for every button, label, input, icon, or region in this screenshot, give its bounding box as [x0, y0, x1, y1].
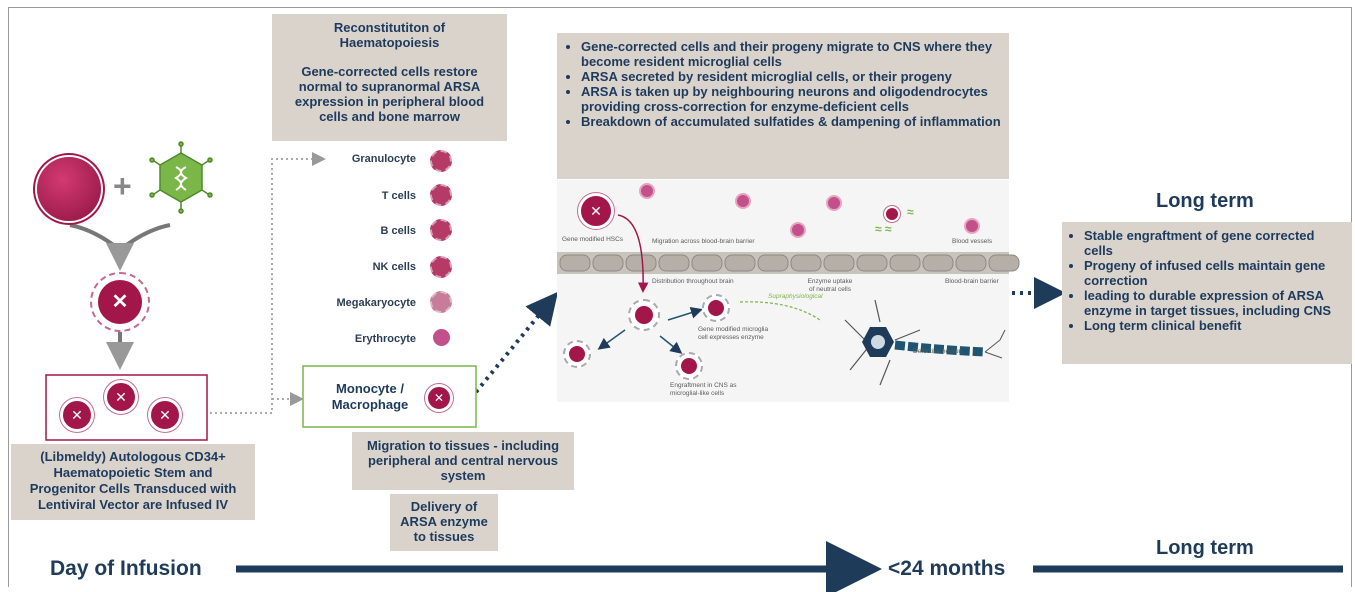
- infusion-description-box: (Libmeldy) Autologous CD34+ Haematopoiet…: [11, 444, 255, 520]
- teal-arrow-3: [659, 335, 683, 354]
- label-microglia-expresses: Gene modified microglia cell expresses e…: [698, 326, 769, 341]
- blood-cell-icon: [639, 183, 655, 199]
- enzyme-icon: ≈ ≈: [875, 222, 892, 236]
- t-cell-icon: [430, 184, 452, 206]
- label-defective-neuron: Defective neuron: [913, 348, 963, 355]
- defective-neuron: [844, 299, 1006, 386]
- label-blood-vessels: Blood vessels: [952, 238, 993, 245]
- label-supraphysiological: Supraphysiological: [768, 293, 823, 300]
- endothelial-cell: [856, 254, 888, 272]
- long-term-bullets-box: Stable engraftment of gene corrected cel…: [1062, 222, 1352, 364]
- monocyte-label: Monocyte / Macrophage: [331, 381, 409, 412]
- reconstitution-heading: Reconstitutiton of Haematopoiesis: [333, 20, 446, 50]
- endothelial-cell: [658, 254, 690, 272]
- endothelial-cell: [823, 254, 855, 272]
- cell-label-megakaryocyte: Megakaryocyte: [336, 297, 417, 309]
- long-term-bullet: leading to durable expression of ARSA en…: [1084, 288, 1346, 318]
- microglia-cell-icon: [563, 340, 591, 368]
- dotted-arrow-to-brain: [474, 291, 559, 394]
- endothelial-cell: [592, 254, 624, 272]
- label-distribution: Distribution throughout brain: [652, 278, 734, 285]
- endothelial-cell: [724, 254, 756, 272]
- endothelial-cell: [625, 254, 657, 272]
- endothelial-cell: [691, 254, 723, 272]
- delivery-text: Delivery of ARSA enzyme to tissues: [400, 499, 488, 544]
- dotted-connector-granulocyte: [190, 152, 326, 414]
- dna-icon: ✕: [98, 280, 142, 324]
- plus-sign: +: [113, 168, 132, 204]
- infused-cell-icon: ✕: [148, 398, 182, 432]
- endothelial-cell: [955, 254, 987, 272]
- blood-brain-barrier: [557, 252, 1020, 274]
- modified-cell-icon: [884, 206, 900, 222]
- label-gene-modified-hscs: Gene modified HSCs: [562, 236, 624, 243]
- blood-cell-icon: [735, 193, 751, 209]
- granulocyte-icon: [430, 150, 452, 172]
- cns-bullet: ARSA secreted by resident microglial cel…: [581, 69, 1001, 84]
- endothelial-cell: [988, 254, 1020, 272]
- migration-arrow: [617, 214, 649, 293]
- megakaryocyte-icon: [430, 291, 452, 313]
- enzyme-icon: ≈: [907, 205, 914, 219]
- reconstitution-box: Reconstitutiton of Haematopoiesis Gene-c…: [272, 14, 507, 141]
- cell-label-nk-cells: NK cells: [372, 261, 416, 273]
- long-term-bullet: Progeny of infused cells maintain gene c…: [1084, 258, 1346, 288]
- long-term-bullet: Stable engraftment of gene corrected cel…: [1084, 228, 1346, 258]
- long-term-title: Long term: [1156, 190, 1254, 212]
- migration-text: Migration to tissues - including periphe…: [366, 438, 560, 483]
- endothelial-cell: [889, 254, 921, 272]
- infused-cell-icon: ✕: [60, 398, 94, 432]
- long-term-bullet: Long term clinical benefit: [1084, 318, 1346, 333]
- infusion-description-text: (Libmeldy) Autologous CD34+ Haematopoiet…: [29, 449, 237, 512]
- microglia-cell-icon: [702, 294, 730, 322]
- nk-cell-icon: [430, 256, 452, 278]
- endothelial-cell: [922, 254, 954, 272]
- cns-bullet: Gene-corrected cells and their progeny m…: [581, 39, 1001, 69]
- cns-bullet: Breakdown of accumulated sulfatides & da…: [581, 114, 1001, 129]
- cell-label-granulocyte: Granulocyte: [351, 153, 416, 165]
- stem-cell-icon: [37, 157, 101, 221]
- label-engraftment: Engraftment in CNS as microglial-like ce…: [670, 382, 737, 397]
- supraphysiological-arrow: [739, 301, 821, 321]
- erythrocyte-icon: [433, 329, 450, 346]
- blood-cell-icon: [826, 195, 842, 211]
- cell-label-t-cells: T cells: [381, 190, 416, 202]
- blood-cell-icon: [964, 218, 980, 234]
- timeline-mid-label: <24 months: [888, 557, 1006, 580]
- lentiviral-vector-icon: [149, 141, 213, 214]
- hsc-cell-icon: ✕: [578, 193, 614, 229]
- blood-cell-icon: [790, 222, 806, 238]
- infused-cell-icon: ✕: [104, 380, 138, 414]
- transduced-cell-icon: ✕: [90, 272, 150, 332]
- endothelial-cell: [790, 254, 822, 272]
- cell-label-b-cells: B cells: [380, 225, 416, 237]
- endothelial-cell: [757, 254, 789, 272]
- endothelial-cell: [559, 254, 591, 272]
- reconstitution-body: Gene-corrected cells restore normal to s…: [294, 64, 485, 124]
- delivery-box: Delivery of ARSA enzyme to tissues: [390, 494, 498, 551]
- cell-label-erythrocyte: Erythrocyte: [354, 333, 416, 345]
- cns-bullets-box: Gene-corrected cells and their progeny m…: [557, 33, 1009, 179]
- distributed-cell-icon: [628, 299, 660, 331]
- label-migration-bbb: Migration across blood-brain barrier: [652, 238, 755, 245]
- brain-panel: [557, 180, 1009, 402]
- teal-arrow-2: [597, 329, 626, 350]
- microglia-cell-icon: [675, 352, 703, 380]
- label-bbb: Blood-brain barrier: [945, 278, 999, 285]
- cns-bullet: ARSA is taken up by neighbouring neurons…: [581, 84, 1001, 114]
- migration-box: Migration to tissues - including periphe…: [352, 432, 574, 490]
- merge-connector: [69, 223, 171, 253]
- macrophage-icon: ✕: [425, 384, 453, 412]
- timeline-start-label: Day of Infusion: [50, 557, 202, 580]
- b-cell-icon: [430, 219, 452, 241]
- timeline-end-label: Long term: [1156, 537, 1254, 559]
- label-enzyme-uptake: Enzyme uptake of neutral cells: [807, 278, 853, 293]
- teal-arrow-1: [667, 306, 703, 321]
